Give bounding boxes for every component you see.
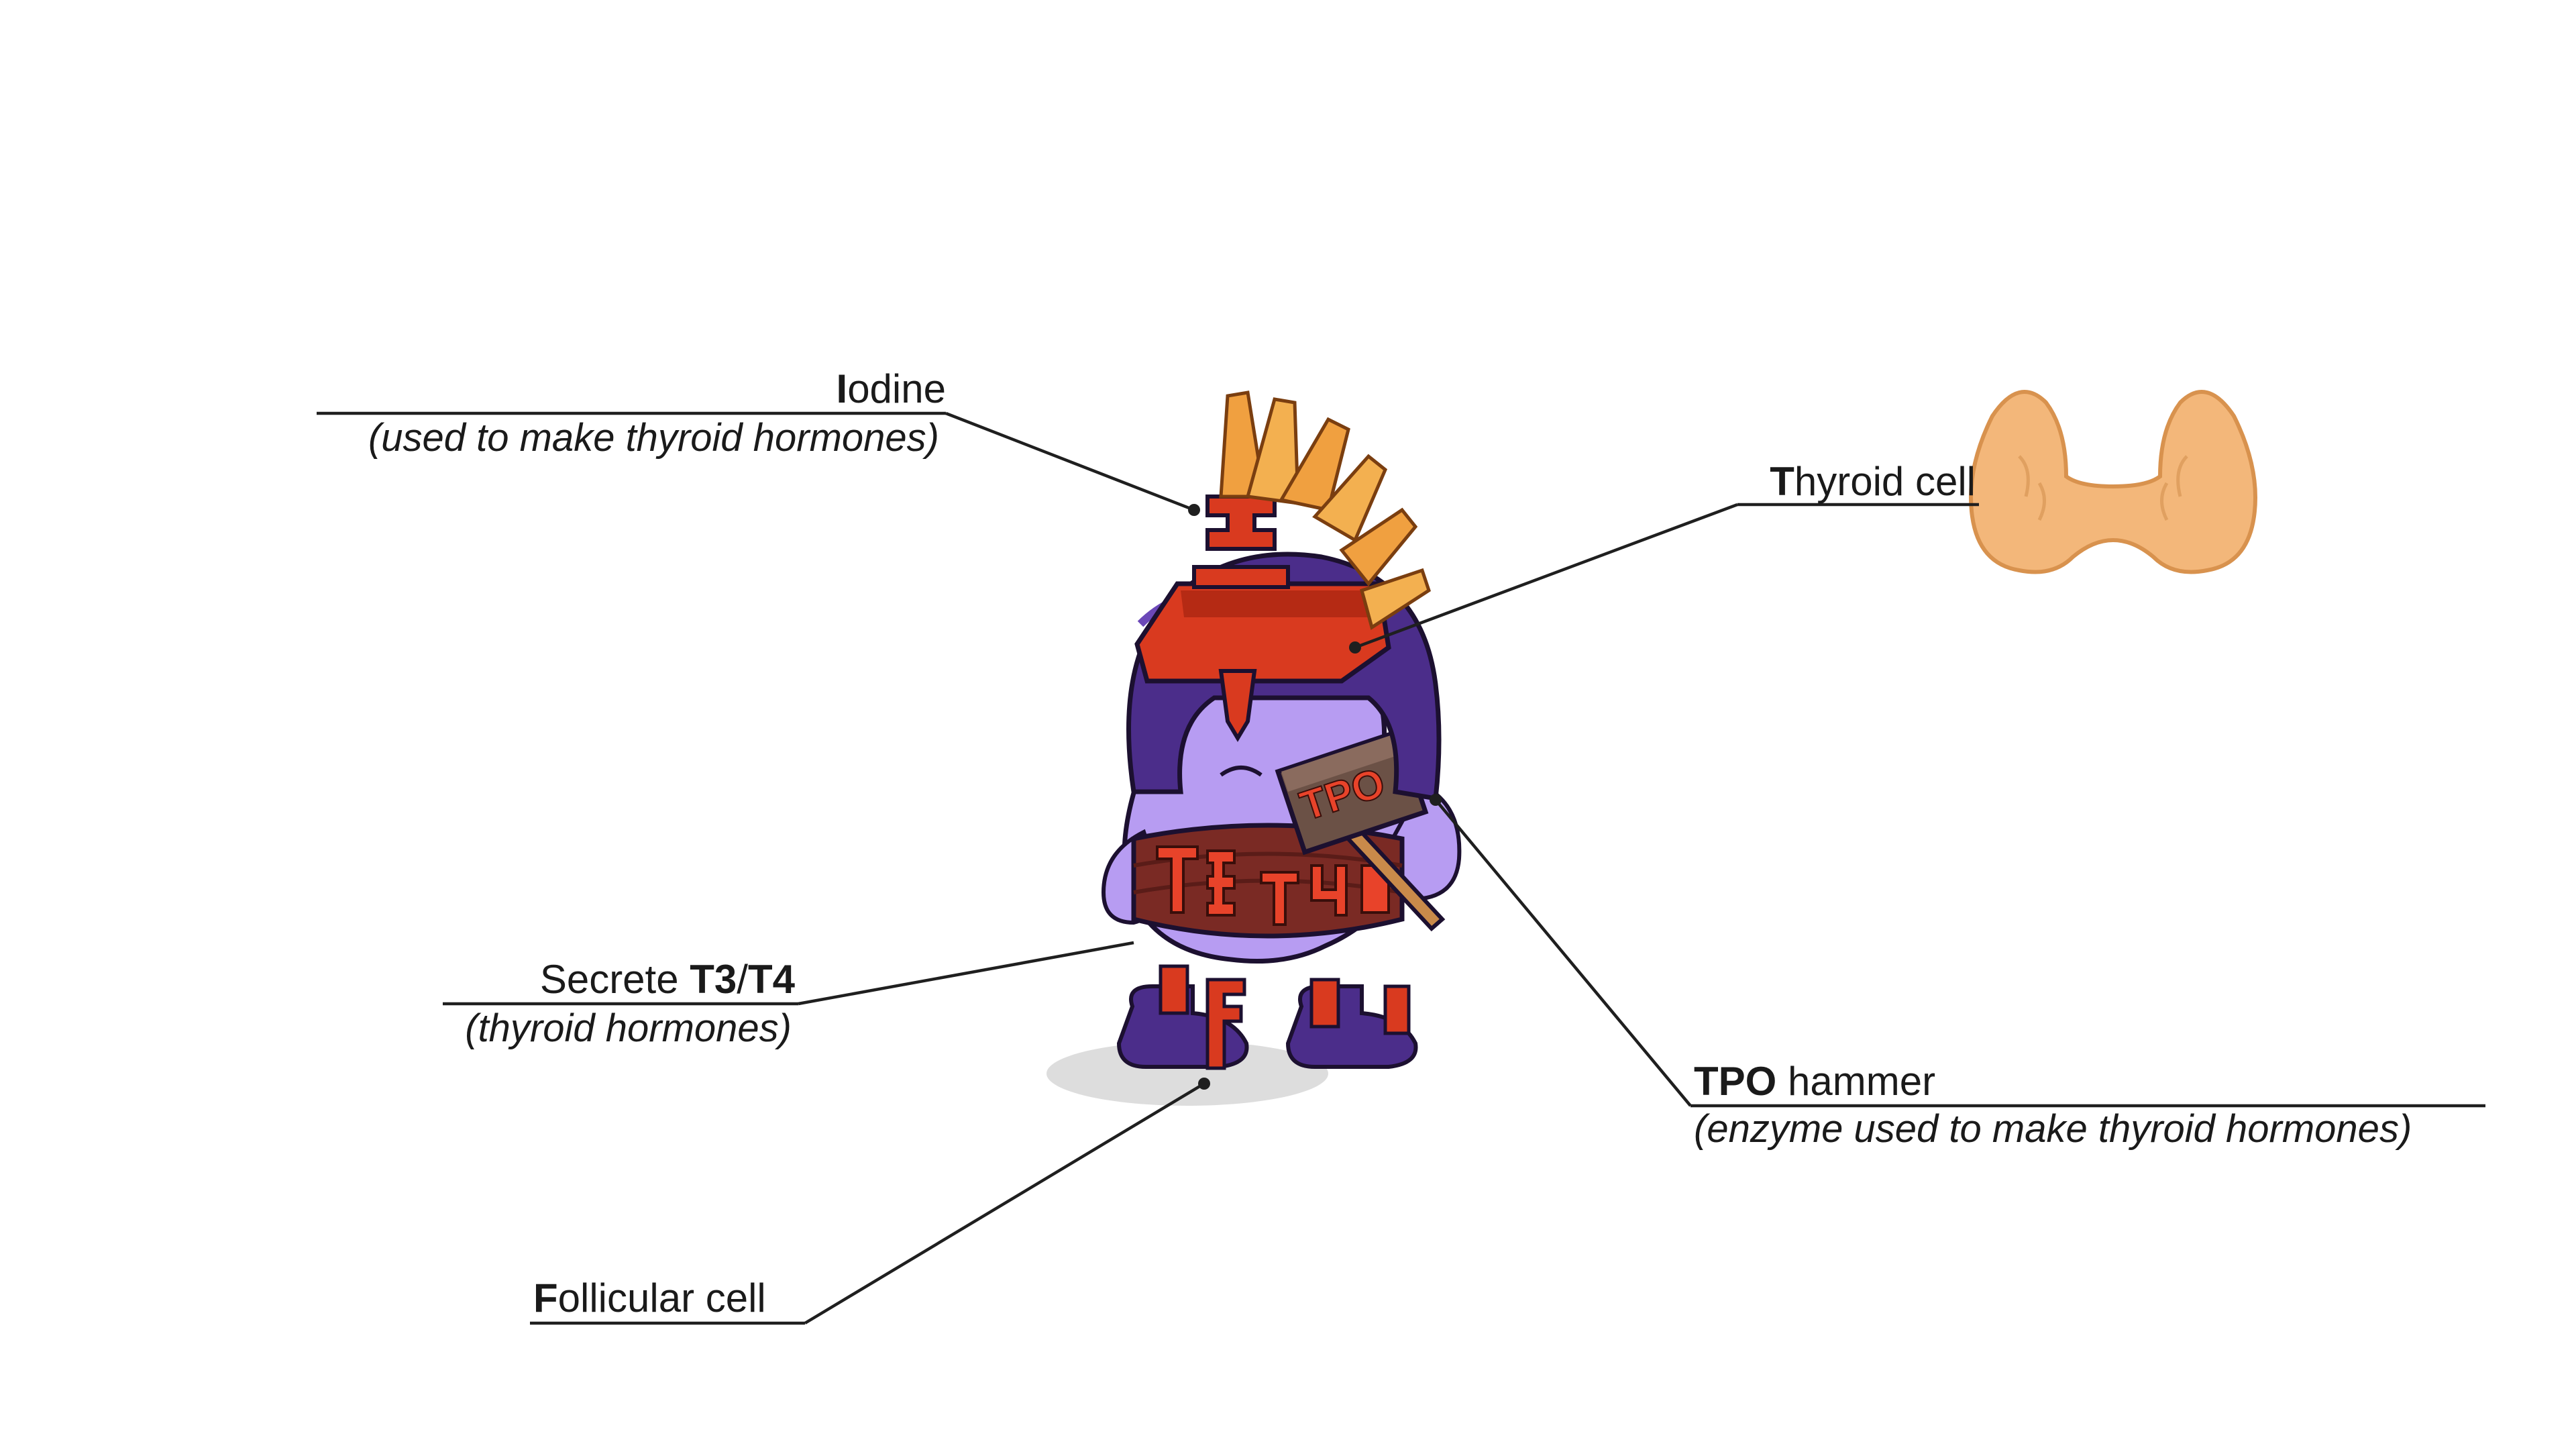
- follicular-cell-label-rest: ollicular cell: [558, 1276, 766, 1320]
- secrete-label: Secrete T3/T4: [540, 957, 796, 1002]
- iodine-leader: [945, 411, 1195, 512]
- iodine-label: Iodine: [837, 366, 946, 411]
- helmet-crest: [1219, 391, 1431, 630]
- belt: [1131, 823, 1405, 939]
- tpo-label: TPO hammer: [1694, 1059, 1935, 1104]
- secrete-note: (thyroid hormones): [465, 1006, 792, 1050]
- secrete-label-slash: /: [737, 957, 748, 1002]
- boots: [1116, 964, 1418, 1070]
- tpo-leader: [1434, 798, 1692, 1107]
- tpo-anchor-dot: [1430, 794, 1442, 806]
- secrete-label-t4: T4: [748, 957, 796, 1002]
- tpo-hammer: TPO: [1275, 728, 1446, 932]
- thyroid-cell-label-initial: T: [1770, 459, 1794, 504]
- secrete-leader: [798, 941, 1134, 1006]
- follicular-cell-label-initial: F: [533, 1276, 558, 1320]
- thyroid-cell-label-rest: hyroid cell: [1794, 459, 1976, 504]
- secrete-label-prefix: Secrete: [540, 957, 690, 1002]
- iodine-note: (used to make thyroid hormones): [368, 416, 939, 460]
- leader-lines: [317, 411, 2485, 1325]
- secrete-label-t3: T3: [690, 957, 737, 1002]
- iodine-label-rest: odine: [847, 366, 946, 411]
- follicular-leader: [804, 1082, 1205, 1324]
- iodine-label-initial: I: [837, 366, 848, 411]
- ground-shadow: [1046, 1041, 1328, 1106]
- thyroid-anchor-dot: [1349, 641, 1361, 654]
- follicular-cell-label: Follicular cell: [533, 1276, 766, 1320]
- thyroid-leader: [1354, 503, 1738, 649]
- thyroid-cell-label: Thyroid cell: [1770, 459, 1976, 504]
- tpo-label-rest: hammer: [1776, 1059, 1935, 1104]
- thyroid-gland-icon: [1969, 390, 2257, 574]
- iodine-anchor-dot: [1188, 504, 1200, 516]
- soldier-character: TPO: [1046, 391, 1462, 1106]
- tpo-note: (enzyme used to make thyroid hormones): [1694, 1107, 2412, 1151]
- tpo-label-bold: TPO: [1694, 1059, 1776, 1104]
- helmet: [1126, 495, 1442, 802]
- follicular-anchor-dot: [1198, 1078, 1210, 1090]
